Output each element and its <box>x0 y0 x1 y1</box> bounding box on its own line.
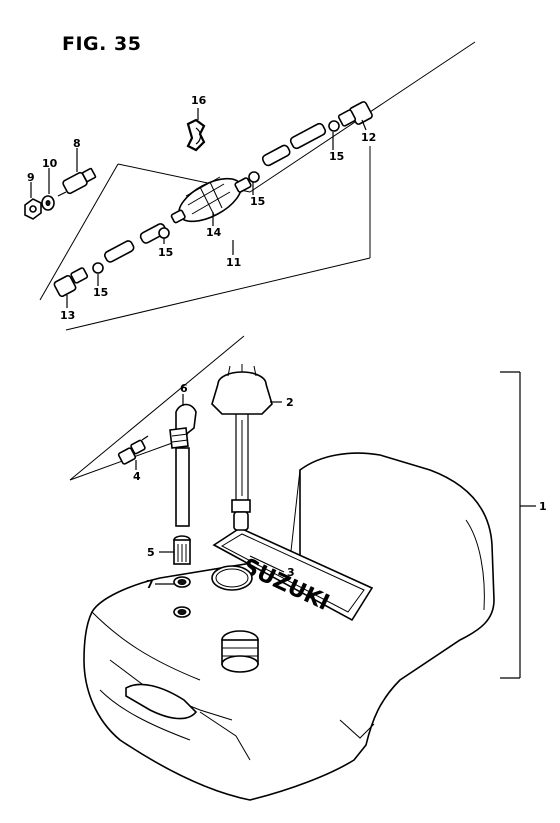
o-ring-3[interactable] <box>211 565 253 591</box>
nut-9[interactable] <box>24 198 42 220</box>
callout-12: 12 <box>361 131 376 144</box>
hose-clip-15[interactable] <box>158 227 170 239</box>
pickup-tube[interactable] <box>175 447 190 527</box>
callout-14: 14 <box>206 226 222 239</box>
hose-clip-15[interactable] <box>248 171 260 183</box>
fitting-4[interactable] <box>117 435 149 465</box>
fuel-hose-segment[interactable] <box>103 240 135 264</box>
callout-15-b: 15 <box>250 195 265 208</box>
callout-2: 2 <box>286 396 294 409</box>
tank-bung-hole <box>177 609 187 615</box>
gauge-neck <box>221 630 259 673</box>
callout-labels: 1 2 3 4 5 6 7 8 9 10 11 12 13 14 15 15 1… <box>27 94 547 591</box>
hose-clip-15[interactable] <box>328 120 340 132</box>
connector-12[interactable] <box>337 101 373 127</box>
hose-clip-15[interactable] <box>92 262 104 274</box>
callout-5: 5 <box>147 546 155 559</box>
group-outline-line <box>39 163 119 301</box>
callout-11: 11 <box>226 256 241 269</box>
callout-16: 16 <box>191 94 207 107</box>
fuel-tank-1[interactable] <box>83 452 495 801</box>
callout-1: 1 <box>539 500 547 513</box>
filter-5[interactable] <box>173 535 191 565</box>
hose-clip-16[interactable] <box>186 118 206 152</box>
elbow-fitting-6[interactable] <box>169 403 197 449</box>
callout-9: 9 <box>27 171 35 184</box>
callout-15-c: 15 <box>158 246 173 259</box>
figure-title: FIG. 35 <box>62 33 142 55</box>
hose-assembly-group <box>24 41 476 331</box>
o-ring-hole <box>177 579 187 585</box>
group-bracket-line <box>65 257 371 331</box>
fitting-8[interactable] <box>57 167 97 197</box>
fuel-gauge-2[interactable] <box>211 364 273 531</box>
fuel-hose-segment[interactable] <box>261 144 291 167</box>
callout-7: 7 <box>146 578 154 591</box>
o-ring-inner <box>215 568 249 588</box>
callout-15-a: 15 <box>329 150 344 163</box>
washer-hole <box>45 200 51 206</box>
callout-4: 4 <box>133 470 141 483</box>
connector-13[interactable] <box>53 267 89 298</box>
callout-3: 3 <box>287 566 295 579</box>
fuel-tank-group: SUZUKI <box>69 335 536 801</box>
primer-bulb-14[interactable] <box>170 170 252 230</box>
fuel-hose-segment[interactable] <box>289 122 327 150</box>
callout-8: 8 <box>73 137 81 150</box>
group-outline-line <box>69 335 245 481</box>
callout-13: 13 <box>60 309 75 322</box>
callout-15-d: 15 <box>93 286 108 299</box>
callout-10: 10 <box>42 157 58 170</box>
callout-6: 6 <box>180 382 188 395</box>
